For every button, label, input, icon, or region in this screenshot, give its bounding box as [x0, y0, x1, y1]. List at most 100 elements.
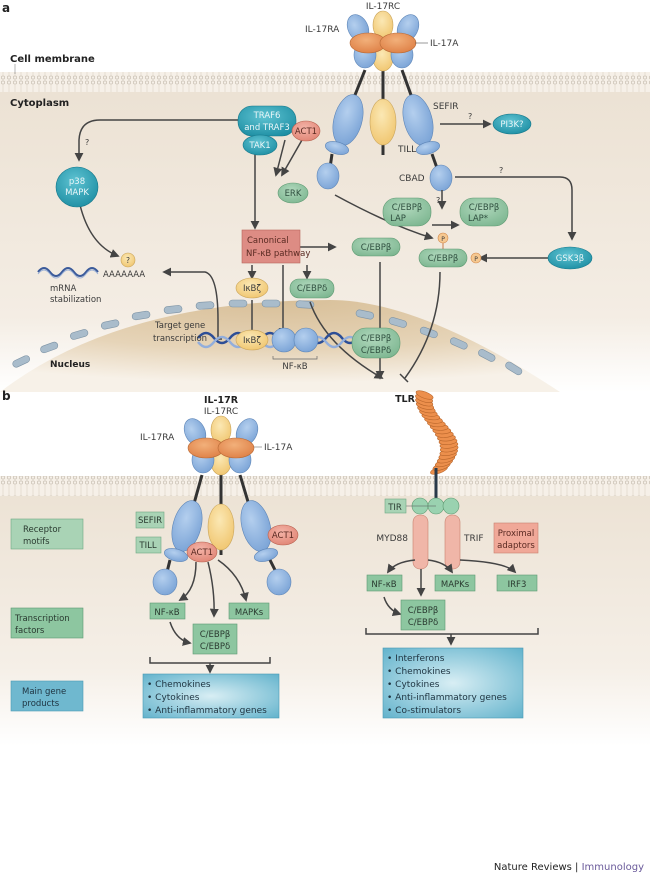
mapks-label-tlr: MAPKs — [441, 580, 470, 590]
arrows-tlr-b — [365, 559, 539, 646]
cebpb-node — [351, 237, 401, 257]
unknown-factor-label: ? — [126, 256, 130, 265]
act1-label-b-right: ACT1 — [272, 531, 294, 541]
cell-membrane-label: Cell membrane — [10, 54, 95, 65]
publisher-name: Nature Reviews — [493, 862, 572, 873]
cebp-nuclear-node — [351, 327, 401, 359]
nfkb-label-a: NF-κB — [282, 362, 307, 372]
product-item: • Co-stimulators — [387, 706, 461, 716]
il17a-label-b: IL-17A — [264, 443, 293, 453]
arrows-panel-a — [74, 119, 577, 380]
tlr-ectodomain-icon — [415, 390, 459, 475]
irf3-box — [496, 574, 538, 592]
lapstar-label: LAP* — [468, 214, 488, 224]
arrows-il17r-b — [149, 559, 271, 674]
phospho-side-icon — [470, 252, 482, 264]
cebpb-label: C/EBPβ — [361, 243, 392, 253]
il17r-title: IL-17R — [204, 395, 239, 406]
product-item: • Anti-inflammatory genes — [147, 706, 267, 716]
legend-main-gene-products — [10, 680, 84, 712]
cell-membrane-bilayer-b — [0, 476, 650, 496]
legend-factors-label: factors — [15, 626, 45, 636]
cebpb-lapstar-node — [459, 197, 509, 227]
tak1-node — [242, 134, 278, 156]
il17ra-label-a: IL-17RA — [305, 25, 340, 35]
canonical-label: Canonical — [247, 236, 289, 246]
product-item: • Chemokines — [147, 680, 211, 690]
cebp-box-tlr — [400, 599, 446, 631]
journal-name: Immunology — [581, 862, 644, 873]
myd88-label: MYD88 — [376, 534, 408, 544]
unknown-mark-gsk3b: ? — [499, 166, 503, 175]
traf3-label: and TRAF3 — [244, 123, 290, 133]
phospho-side-label: P — [474, 256, 478, 263]
tir-box — [384, 498, 407, 514]
cebpb-lap-node — [382, 197, 432, 227]
adaptors-label: adaptors — [497, 541, 535, 551]
cebp-box-il17r — [192, 623, 238, 655]
legend-motifs-label: motifs — [23, 537, 50, 547]
phospho-top-label: P — [441, 236, 445, 243]
sefir-label-b: SEFIR — [138, 516, 162, 526]
il17a-label-a: IL-17A — [430, 39, 459, 49]
erk-node — [277, 182, 309, 204]
product-item: • Cytokines — [147, 693, 200, 703]
journal-credit: Nature Reviews | Immunology — [494, 862, 644, 873]
cebpb-phospho-label: C/EBPβ — [428, 254, 459, 264]
mrna-label: mRNA — [50, 284, 77, 294]
legend-receptor-motifs — [10, 518, 84, 550]
il17rc-label-b: IL-17RC — [204, 407, 238, 417]
ikbz-label: IκBζ — [243, 284, 261, 294]
legend-transcription-factors — [10, 607, 84, 639]
legend-products-label: products — [22, 699, 60, 709]
tlr-gene-products-box — [382, 647, 524, 719]
act1-node-b-right — [267, 524, 299, 546]
cebpd-label-tlr: C/EBPδ — [408, 618, 438, 628]
till-label-a: TILL — [397, 145, 416, 155]
product-item: • Interferons — [387, 654, 445, 664]
legend-main-gene-label: Main gene — [22, 687, 66, 697]
cebp-nuclear-delta-label: C/EBPδ — [361, 346, 391, 356]
ikbz-nuclear-label: IκBζ — [243, 336, 261, 346]
mapks-box-il17r — [228, 602, 270, 620]
legend-receptor-label: Receptor — [23, 525, 62, 535]
tak1-label: TAK1 — [248, 141, 270, 151]
p38-label: p38 — [69, 177, 85, 187]
il17r-gene-products-box — [142, 673, 280, 719]
proximal-label: Proximal — [498, 529, 534, 539]
tir-label: TIR — [387, 503, 402, 513]
till-label-b: TILL — [138, 541, 156, 551]
ikbz-nuclear-node — [235, 329, 269, 351]
mrna-strand-icon — [37, 267, 99, 279]
act1-node-b — [186, 541, 218, 563]
mapks-label-il17r: MAPKs — [235, 608, 264, 618]
cebpb-label-tlr: C/EBPβ — [408, 606, 439, 616]
trif-label: TRIF — [463, 534, 484, 544]
il17-receptor-complex-a — [316, 10, 453, 192]
nfkb-subunit-1 — [271, 327, 297, 353]
sefir-box-b — [135, 511, 165, 529]
cebpd-label-il17r: C/EBPδ — [200, 642, 230, 652]
sefir-label-a: SEFIR — [433, 102, 458, 112]
cytoplasm-label: Cytoplasm — [10, 98, 69, 109]
il17ra-label-b: IL-17RA — [140, 433, 175, 443]
cytoplasm-region-b — [0, 486, 650, 746]
cebp-nuclear-beta-label: C/EBPβ — [361, 334, 392, 344]
till-box-b — [135, 536, 162, 554]
pi3k-label: PI3K? — [500, 120, 523, 130]
lap-label: LAP — [390, 214, 406, 224]
inhibition-bar — [399, 373, 409, 383]
pi3k-node — [492, 113, 532, 135]
cell-membrane-bilayer — [0, 72, 650, 92]
il17-receptor-complex-b — [152, 415, 292, 596]
il17rc-label-a: IL-17RC — [366, 2, 400, 12]
nfkb-label-il17r: NF-κB — [154, 608, 179, 618]
nfkb-box-il17r — [149, 602, 186, 620]
panel-b-label: b — [2, 389, 11, 403]
unknown-mark-p38: ? — [85, 138, 89, 147]
erk-label: ERK — [285, 189, 302, 199]
legend-transcription-label: Transcription — [14, 614, 70, 624]
myd88-adaptor — [412, 514, 429, 570]
lrr-segment — [415, 390, 434, 400]
